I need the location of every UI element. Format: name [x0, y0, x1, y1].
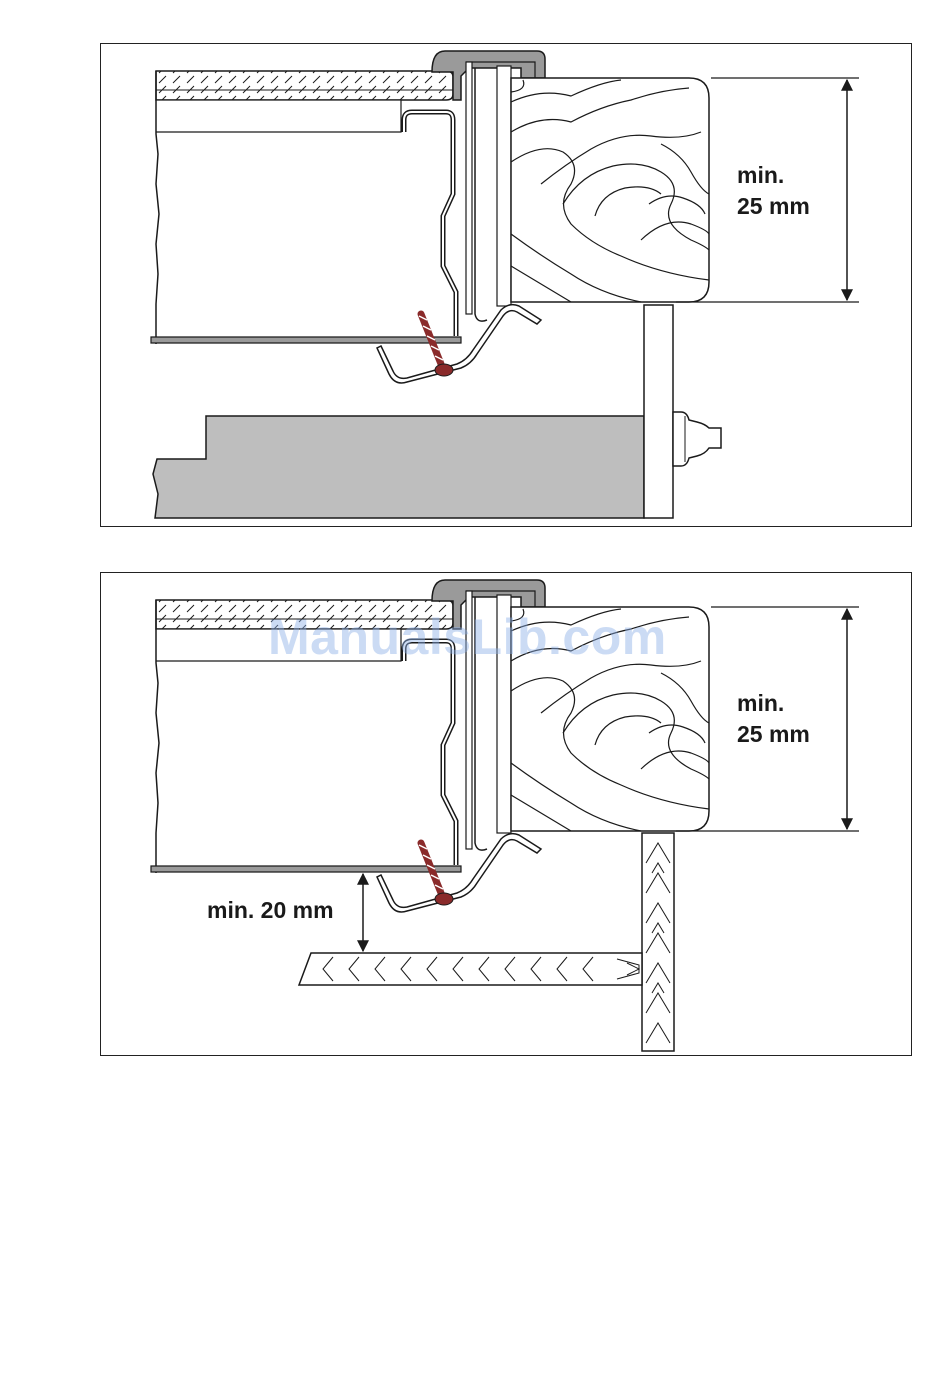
- glass-cooktop: [156, 71, 453, 100]
- frame-plate: [497, 66, 511, 306]
- clearance-label-min-20mm: min. 20 mm: [207, 895, 334, 926]
- dimension-label-line1: min.: [737, 688, 810, 719]
- mounting-clip: [377, 834, 541, 912]
- dimension-label-line1: min.: [737, 160, 810, 191]
- screw-icon: [419, 843, 453, 905]
- cabinet-side-panel: [642, 833, 674, 1051]
- mounting-clip: [377, 305, 541, 383]
- dimension-label-min-25mm: min. 25 mm: [737, 688, 810, 750]
- dimension-label-min-25mm: min. 25 mm: [737, 160, 810, 222]
- dimension-label-line2: 25 mm: [737, 191, 810, 222]
- knob-icon: [673, 412, 721, 466]
- drawer-front: [644, 305, 673, 518]
- wooden-worktop: [511, 78, 709, 302]
- glass-underside: [156, 100, 401, 132]
- screw-icon: [419, 314, 453, 376]
- dimension-label-line2: 25 mm: [737, 719, 810, 750]
- watermark: ManualsLib.com: [268, 608, 667, 666]
- lower-cabinet: [153, 416, 644, 518]
- seal-strip: [466, 62, 472, 314]
- intermediate-shelf: [299, 953, 642, 985]
- figure-top-panel: min. 25 mm: [100, 43, 912, 527]
- figure-top-drawing: [101, 44, 912, 527]
